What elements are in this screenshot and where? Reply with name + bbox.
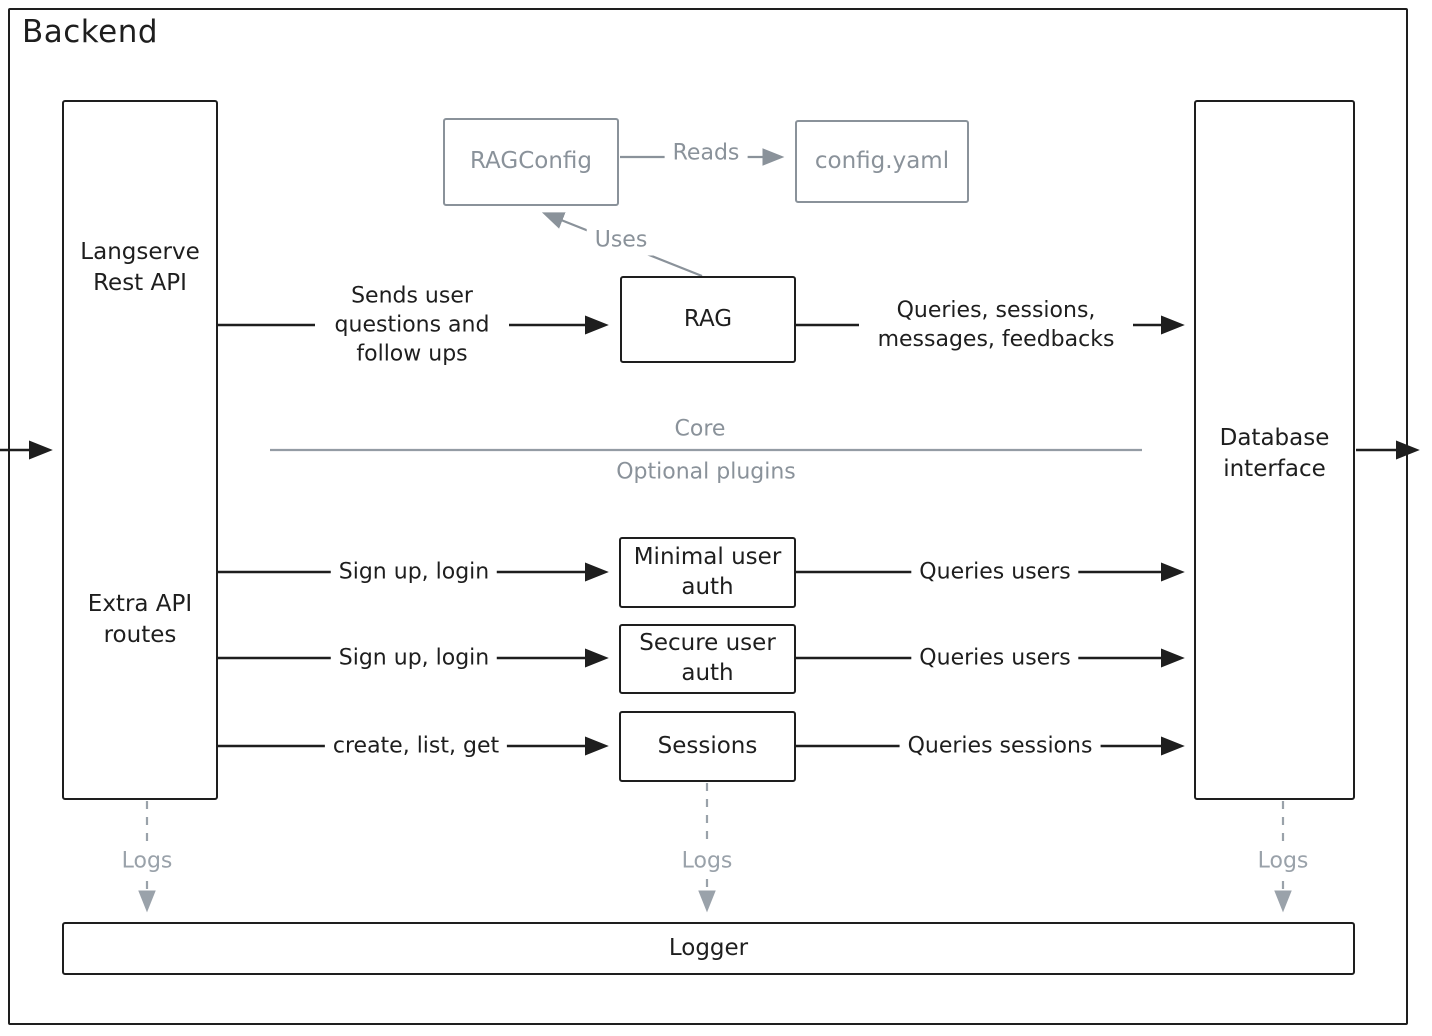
logs-label-right: Logs: [1249, 845, 1317, 877]
database-interface-label: Database interface: [1219, 425, 1330, 483]
extra-api-routes-label: Extra API routes: [87, 591, 193, 649]
logger-node: Logger: [62, 922, 1355, 975]
logs-label-left: Logs: [113, 845, 181, 877]
queries-sessions-messages-label: Queries, sessions, messages, feedbacks: [859, 294, 1133, 356]
sign-up-login-label-2: Sign up, login: [330, 642, 498, 674]
logs-label-middle: Logs: [673, 845, 741, 877]
queries-users-label-2: Queries users: [911, 642, 1079, 674]
create-list-get-label: create, list, get: [324, 730, 508, 762]
minimal-user-auth-node: Minimal user auth: [619, 537, 796, 608]
secure-user-auth-node: Secure user auth: [619, 624, 796, 694]
config-yaml-node: config.yaml: [795, 120, 969, 203]
optional-plugins-section-label: Optional plugins: [616, 459, 796, 485]
rag-config-node: RAGConfig: [443, 118, 619, 206]
queries-users-label-1: Queries users: [911, 556, 1079, 588]
core-section-label: Core: [674, 416, 726, 442]
sessions-node: Sessions: [619, 711, 796, 782]
sends-user-questions-label: Sends user questions and follow ups: [315, 280, 509, 370]
diagram-title: Backend: [22, 14, 159, 50]
sign-up-login-label-1: Sign up, login: [330, 556, 498, 588]
uses-label: Uses: [586, 224, 656, 256]
langserve-rest-api-label: Langserve Rest API: [80, 239, 200, 297]
database-interface-box: [1194, 100, 1355, 800]
rag-node: RAG: [620, 276, 796, 363]
queries-sessions-label: Queries sessions: [899, 730, 1101, 762]
backend-boundary-box: [8, 8, 1408, 1025]
reads-label: Reads: [664, 137, 748, 169]
api-gateway-box: [62, 100, 218, 800]
